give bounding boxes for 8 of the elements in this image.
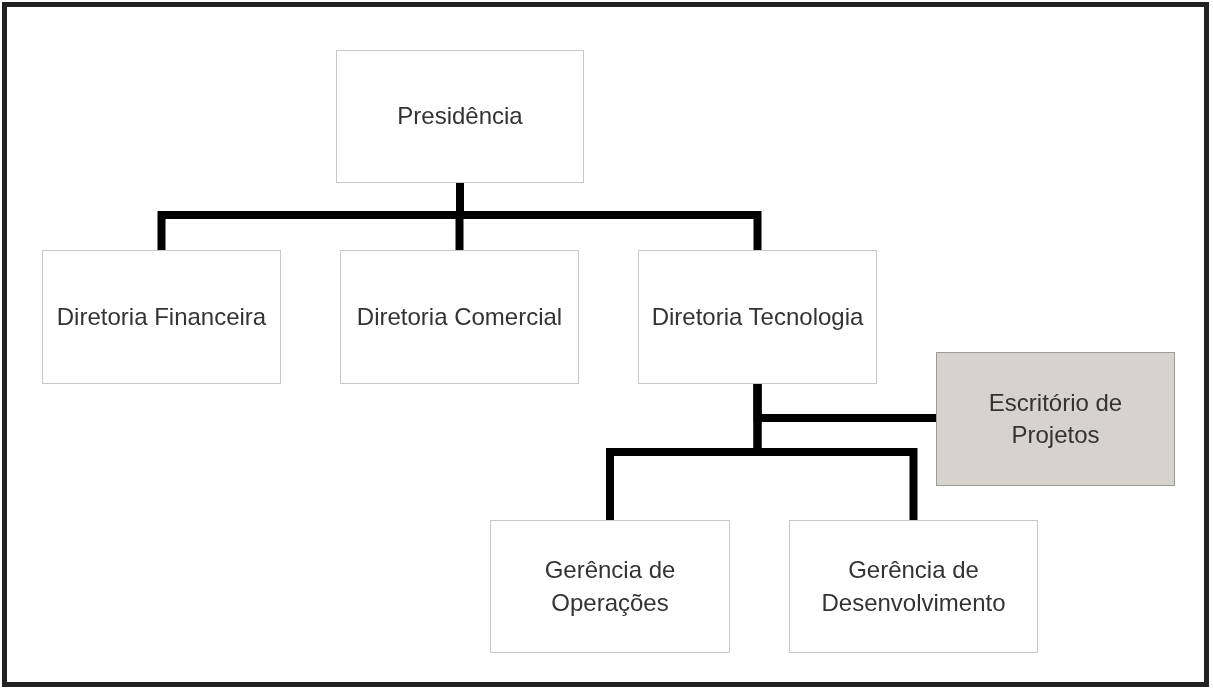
connector-line [753, 384, 918, 520]
org-box: Diretoria Comercial [340, 250, 579, 384]
org-box: Escritório de Projetos [936, 352, 1175, 486]
org-box: Presidência [336, 50, 584, 183]
org-box: Diretoria Tecnologia [638, 250, 877, 384]
org-box: Diretoria Financeira [42, 250, 281, 384]
org-box: Gerência de Desenvolvimento [789, 520, 1038, 653]
org-box: Gerência de Operações [490, 520, 730, 653]
